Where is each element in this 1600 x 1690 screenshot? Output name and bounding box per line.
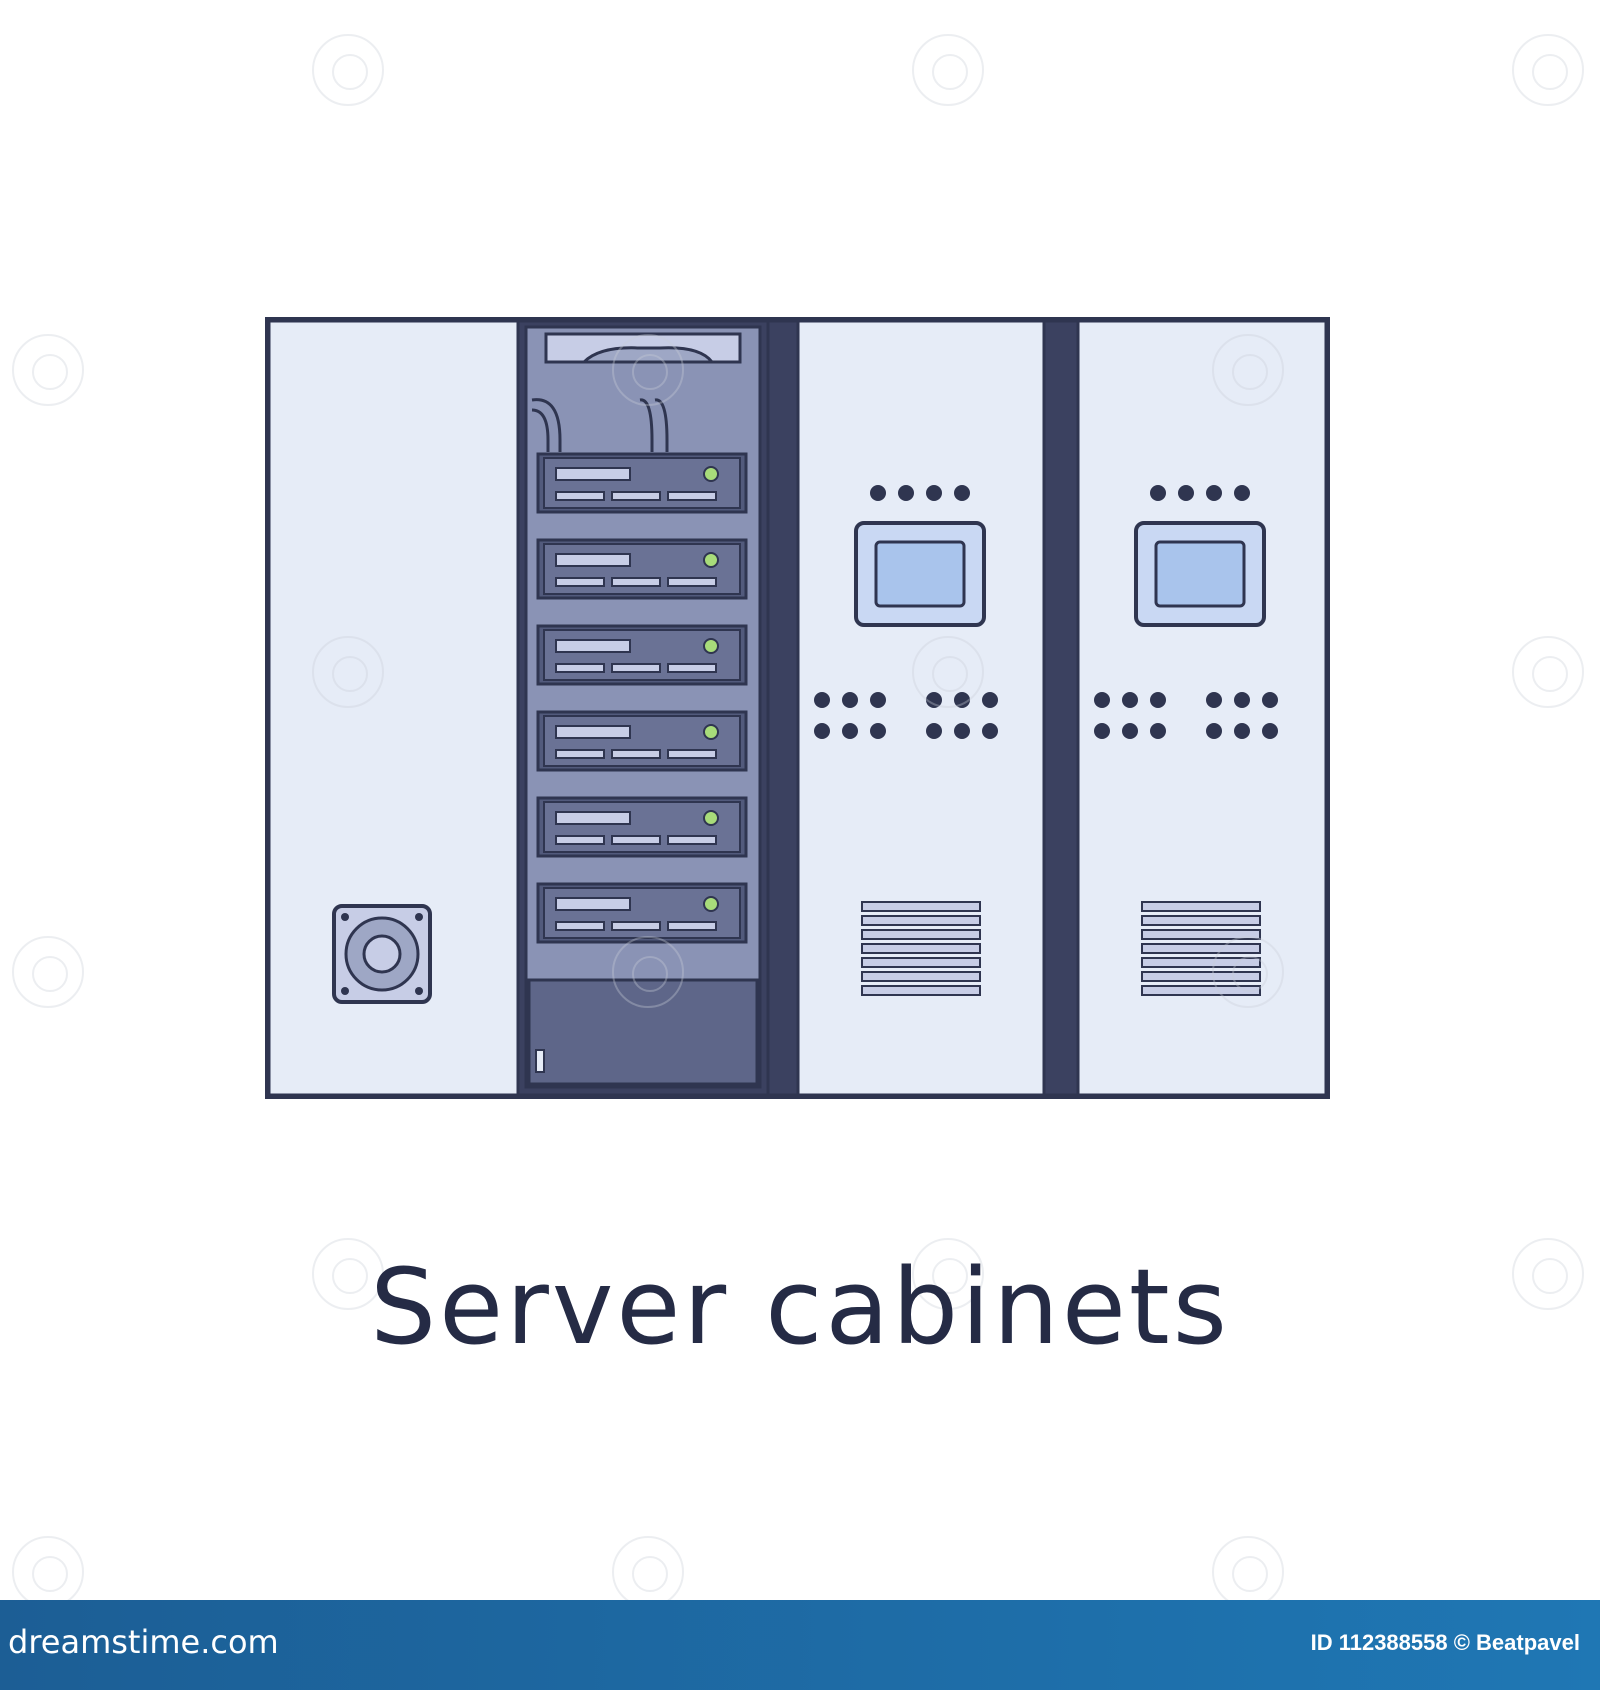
server-unit — [536, 796, 748, 858]
server-cabinets-illustration — [265, 317, 1330, 1099]
server-label — [555, 811, 631, 825]
vent-grille-icon — [1141, 971, 1261, 982]
control-button — [870, 723, 886, 739]
vent-grille-icon — [861, 971, 981, 982]
control-button — [1150, 723, 1166, 739]
control-button — [842, 723, 858, 739]
rack-bottom-compartment — [527, 978, 759, 1086]
indicator-dot — [954, 485, 970, 501]
control-button — [1206, 692, 1222, 708]
control-cabinet-1 — [796, 319, 1046, 1097]
footer-image-id: ID 112388558 © Beatpavel — [1310, 1630, 1580, 1655]
status-led-icon — [703, 466, 719, 482]
vent-grille-icon — [861, 915, 981, 926]
rack-door-handle — [535, 1049, 545, 1073]
vent-grille-icon — [861, 985, 981, 996]
indicator-dot — [1234, 485, 1250, 501]
control-button — [1094, 692, 1110, 708]
drive-slot — [611, 749, 661, 759]
server-unit — [536, 538, 748, 600]
indicator-dot — [1206, 485, 1222, 501]
drive-slot — [555, 663, 605, 673]
server-unit — [536, 452, 748, 514]
control-cabinet-2 — [1076, 319, 1328, 1097]
drive-slot — [667, 663, 717, 673]
control-button — [842, 692, 858, 708]
server-label — [555, 553, 631, 567]
control-button — [982, 692, 998, 708]
drive-slot — [555, 749, 605, 759]
control-button — [1206, 723, 1222, 739]
control-button — [954, 692, 970, 708]
control-button — [1262, 692, 1278, 708]
control-button — [1150, 692, 1166, 708]
drive-slot — [611, 835, 661, 845]
drive-slot — [555, 921, 605, 931]
control-button — [1234, 723, 1250, 739]
drive-slot — [667, 835, 717, 845]
caption-title: Server cabinets — [370, 1246, 1230, 1368]
control-button — [926, 723, 942, 739]
drive-slot — [611, 663, 661, 673]
fan-icon — [332, 904, 432, 1004]
status-led-icon — [703, 724, 719, 740]
footer-bar: dreamstime.com ID 112388558 © Beatpavel — [0, 1600, 1600, 1690]
vent-grille-icon — [861, 929, 981, 940]
server-unit — [536, 710, 748, 772]
control-button — [870, 692, 886, 708]
control-button — [1122, 692, 1138, 708]
indicator-dot — [898, 485, 914, 501]
drive-slot — [667, 749, 717, 759]
server-unit — [536, 624, 748, 686]
control-button — [1234, 692, 1250, 708]
vent-grille-icon — [1141, 985, 1261, 996]
cabinet-separator — [1042, 319, 1080, 1097]
vent-grille-icon — [861, 957, 981, 968]
control-button — [814, 723, 830, 739]
indicator-dot — [1150, 485, 1166, 501]
vent-grille-icon — [1141, 915, 1261, 926]
drive-slot — [555, 491, 605, 501]
footer-logo[interactable]: dreamstime.com — [8, 1623, 279, 1661]
control-button — [1122, 723, 1138, 739]
vent-grille-icon — [1141, 929, 1261, 940]
server-label — [555, 639, 631, 653]
drive-slot — [667, 577, 717, 587]
status-led-icon — [703, 896, 719, 912]
display-screen-icon — [874, 540, 966, 608]
status-led-icon — [703, 810, 719, 826]
control-button — [926, 692, 942, 708]
server-units — [536, 452, 748, 944]
server-label — [555, 725, 631, 739]
control-button — [814, 692, 830, 708]
cabinet-separator — [766, 319, 800, 1097]
display-screen-icon — [1154, 540, 1246, 608]
indicator-dot — [926, 485, 942, 501]
indicator-dot — [1178, 485, 1194, 501]
status-led-icon — [703, 552, 719, 568]
drive-slot — [611, 577, 661, 587]
drive-slot — [667, 921, 717, 931]
drive-slot — [555, 835, 605, 845]
vent-grille-icon — [861, 901, 981, 912]
open-rack-cabinet — [516, 319, 770, 1097]
drive-slot — [667, 491, 717, 501]
control-button — [982, 723, 998, 739]
vent-grille-icon — [1141, 943, 1261, 954]
vent-grille-icon — [861, 943, 981, 954]
indicator-dot — [870, 485, 886, 501]
server-label — [555, 467, 631, 481]
vent-grille-icon — [1141, 901, 1261, 912]
vent-grille-icon — [1141, 957, 1261, 968]
status-led-icon — [703, 638, 719, 654]
drive-slot — [611, 921, 661, 931]
drive-slot — [611, 491, 661, 501]
server-unit — [536, 882, 748, 944]
control-button — [1094, 723, 1110, 739]
rack-cables — [531, 398, 669, 452]
control-button — [954, 723, 970, 739]
drive-slot — [555, 577, 605, 587]
control-button — [1262, 723, 1278, 739]
server-label — [555, 897, 631, 911]
